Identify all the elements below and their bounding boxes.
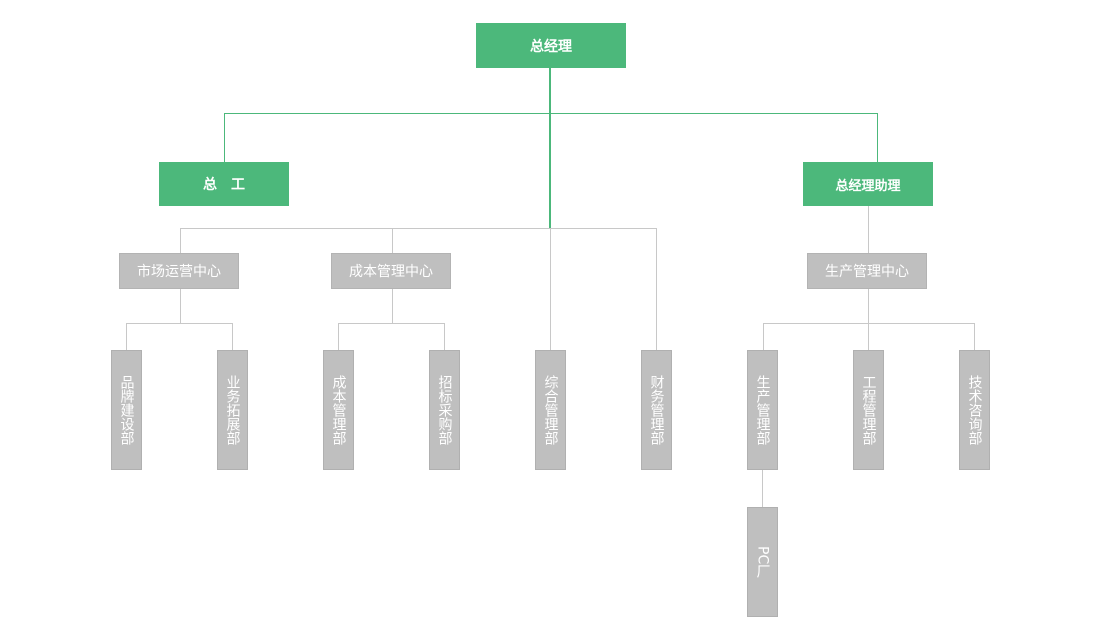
node-label: PC厂 (754, 545, 771, 579)
connector-to-gm-assistant (877, 113, 878, 162)
connector-to-engineering-dept (868, 323, 869, 350)
node-business-expansion-dept[interactable]: 业务拓展部 (217, 350, 248, 470)
node-engineering-management-dept[interactable]: 工程管理部 (853, 350, 884, 470)
node-label: 招标采购部 (436, 375, 453, 445)
node-label: 品牌建设部 (118, 375, 135, 445)
node-label: 生产管理部 (754, 375, 771, 445)
connector-production-center-down (868, 289, 869, 323)
node-cost-management-center[interactable]: 成本管理中心 (331, 253, 451, 289)
node-label: 业务拓展部 (224, 375, 241, 445)
node-label: 成本管理中心 (349, 264, 433, 280)
node-label: 总 工 (203, 177, 245, 193)
node-label: 综合管理部 (542, 375, 559, 445)
node-label: 工程管理部 (860, 375, 877, 445)
connector-gm-assistant-down (868, 206, 869, 253)
connector-cost-center-down (392, 289, 393, 323)
node-label: 生产管理中心 (825, 264, 909, 280)
node-cost-management-dept[interactable]: 成本管理部 (323, 350, 354, 470)
node-label: 总经理 (530, 38, 572, 55)
connector-to-cost-dept (338, 323, 339, 350)
node-label: 财务管理部 (648, 375, 665, 445)
connector-to-general-dept (550, 228, 551, 350)
connector-to-biz-dept (232, 323, 233, 350)
connector-level1-horizontal (224, 113, 878, 114)
node-technical-consulting-dept[interactable]: 技术咨询部 (959, 350, 990, 470)
node-label: 总经理助理 (835, 178, 901, 194)
connector-to-production-dept (763, 323, 764, 350)
node-finance-management-dept[interactable]: 财务管理部 (641, 350, 672, 470)
connector-market-center-down (180, 289, 181, 323)
connector-to-pc-factory (762, 469, 763, 507)
node-production-management-center[interactable]: 生产管理中心 (807, 253, 927, 289)
node-general-management-dept[interactable]: 综合管理部 (535, 350, 566, 470)
node-brand-building-dept[interactable]: 品牌建设部 (111, 350, 142, 470)
node-market-operation-center[interactable]: 市场运营中心 (119, 253, 239, 289)
node-chief-engineer[interactable]: 总 工 (159, 162, 289, 206)
connector-to-market-center (180, 228, 181, 253)
connector-to-bidding-dept (444, 323, 445, 350)
connector-centers-horizontal (180, 228, 657, 229)
node-label: 市场运营中心 (137, 264, 221, 280)
node-gm-assistant[interactable]: 总经理助理 (803, 162, 933, 206)
node-production-management-dept[interactable]: 生产管理部 (747, 350, 778, 470)
connector-to-finance-dept (656, 228, 657, 350)
node-general-manager[interactable]: 总经理 (476, 23, 626, 68)
connector-to-brand-dept (126, 323, 127, 350)
node-bidding-procurement-dept[interactable]: 招标采购部 (429, 350, 460, 470)
node-pc-factory[interactable]: PC厂 (747, 507, 778, 617)
connector-to-tech-dept (974, 323, 975, 350)
connector-production-depts-horizontal (763, 323, 975, 324)
connector-to-cost-center (392, 228, 393, 253)
node-label: 成本管理部 (330, 375, 347, 445)
connector-cost-depts-horizontal (338, 323, 445, 324)
node-label: 技术咨询部 (966, 375, 983, 445)
connector-to-chief-engineer (224, 113, 225, 162)
connector-root-down (549, 68, 551, 228)
connector-market-depts-horizontal (126, 323, 233, 324)
